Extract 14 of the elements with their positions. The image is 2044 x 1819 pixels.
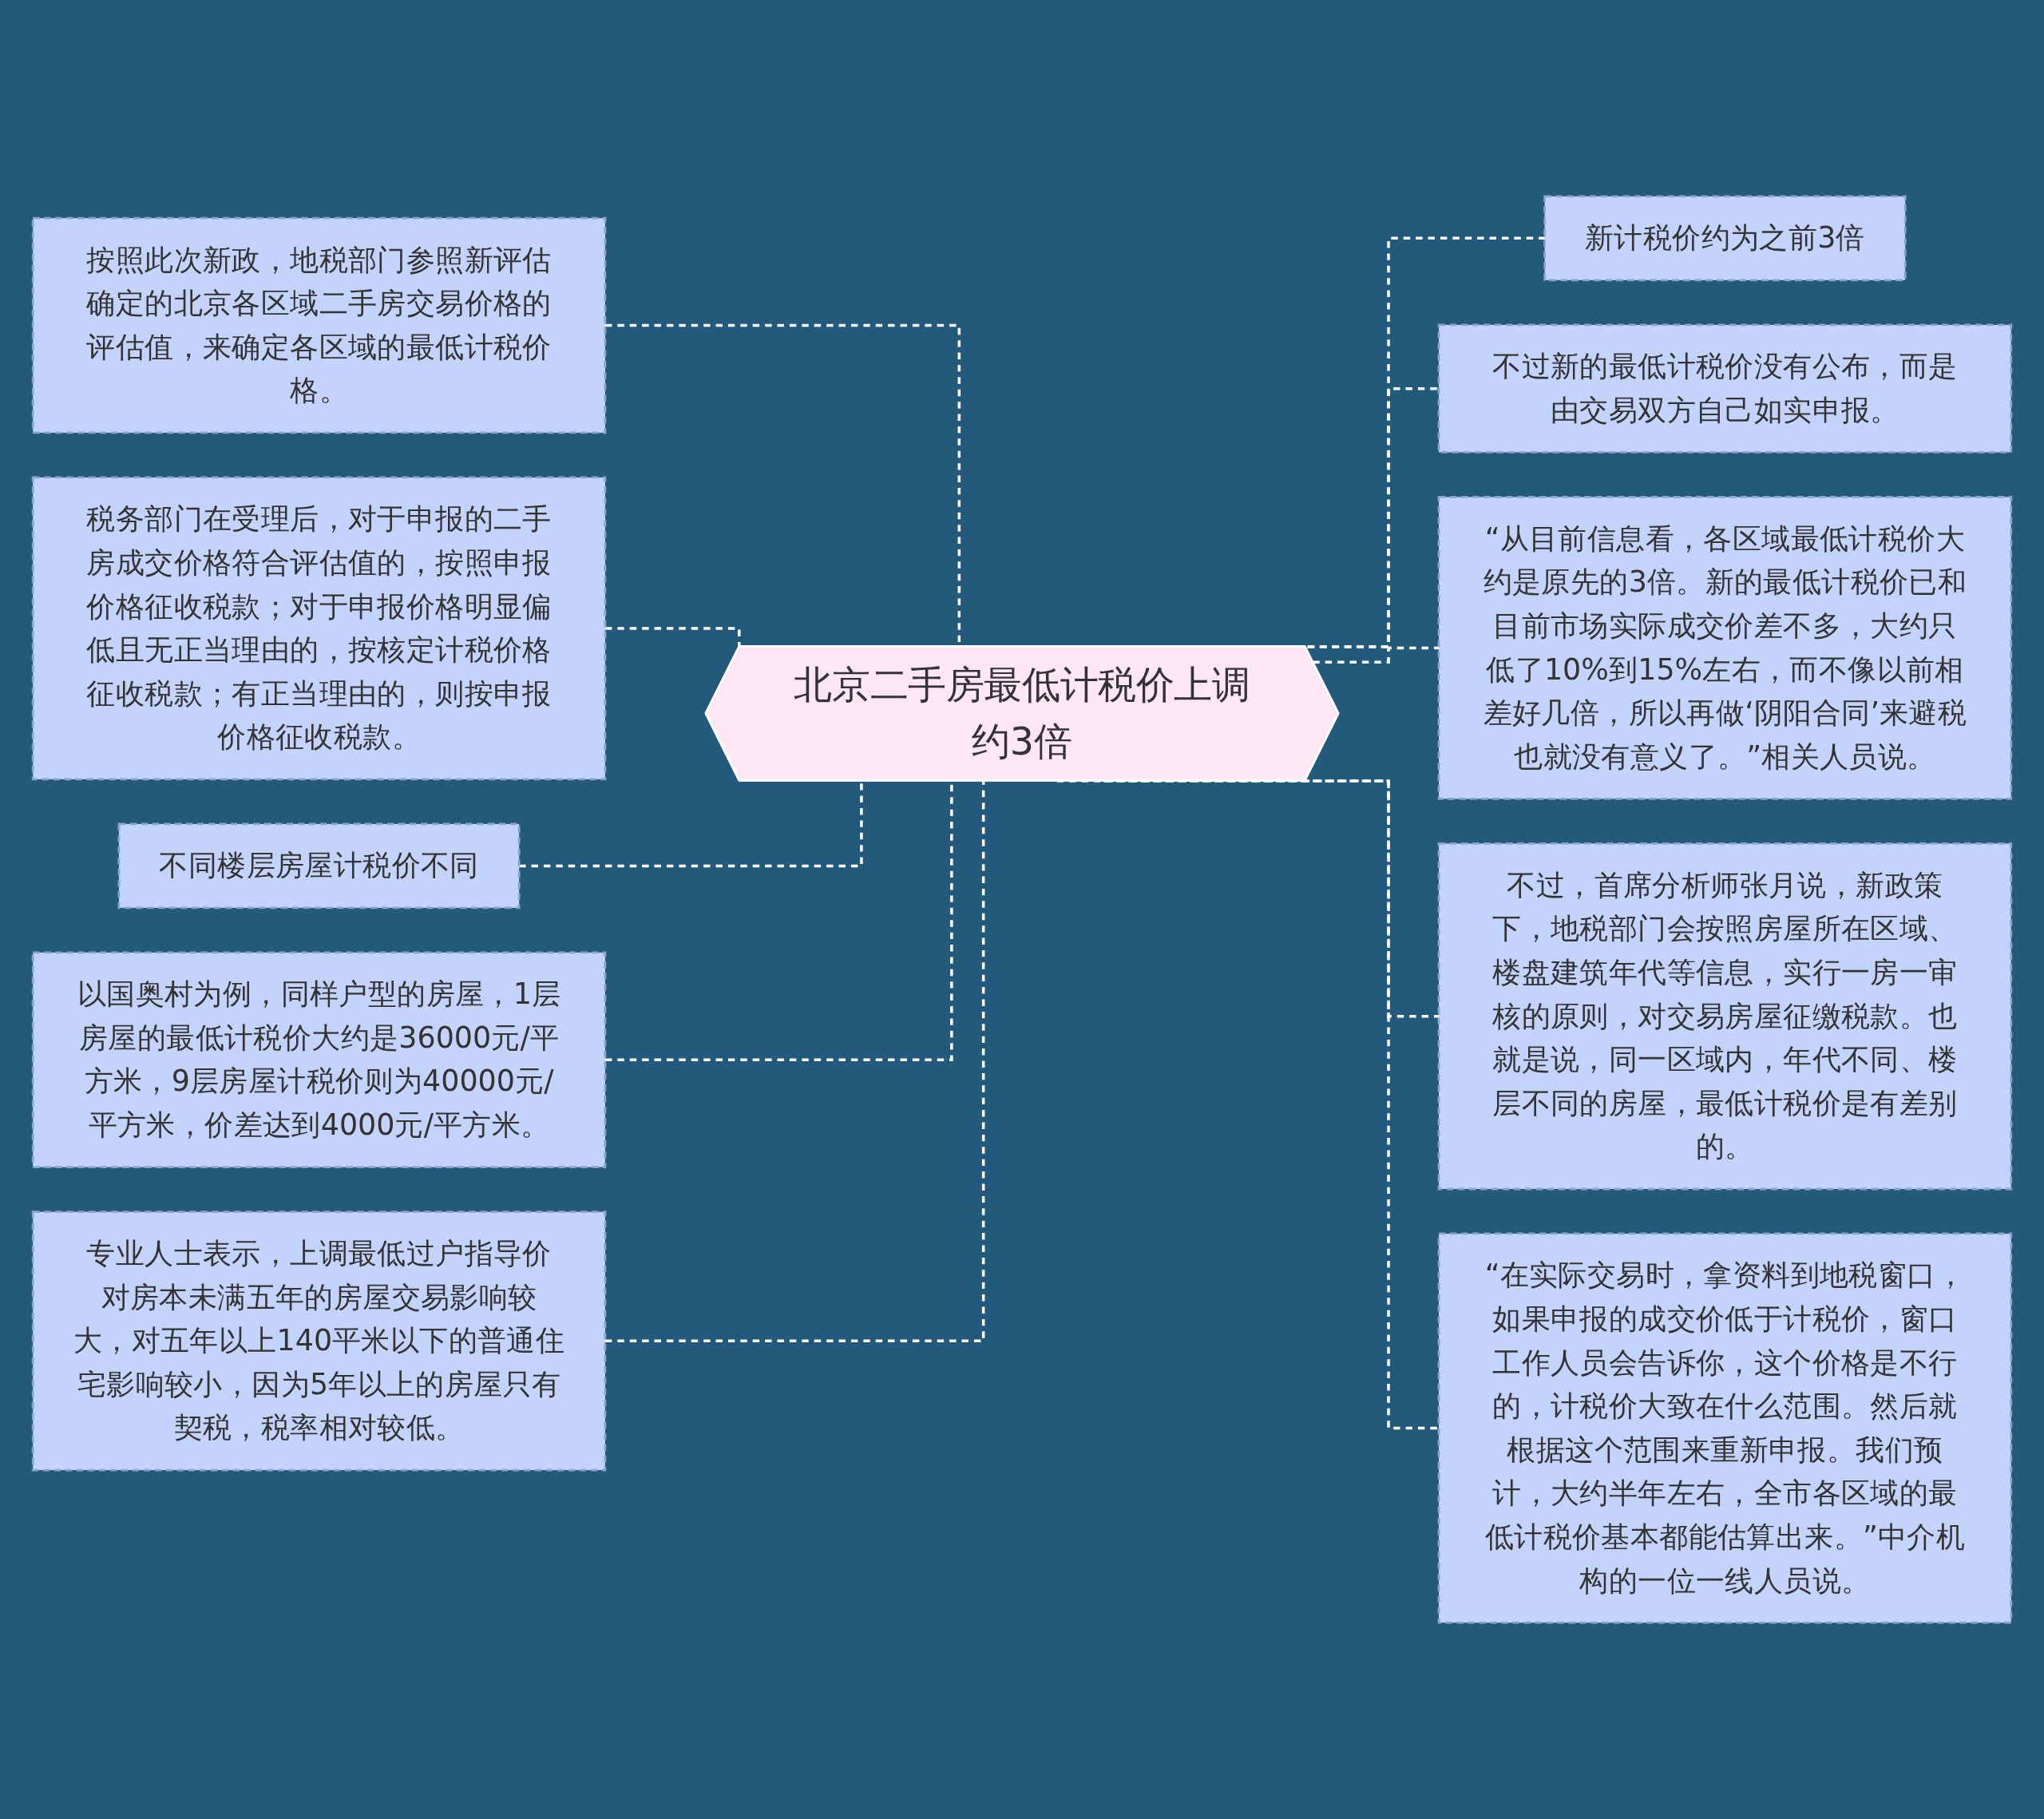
- node-box: 专业人士表示，上调最低过户指导价对房本未满五年的房屋交易影响较大，对五年以上140平米以下的普通住宅影响较小，因为5年以上的房屋只有契税，税率相对较低。: [31, 1211, 607, 1472]
- node-box: 按照此次新政，地税部门参照新评估确定的北京各区域二手房交易价格的评估值，来确定各区域的最低计税价格。: [31, 216, 607, 434]
- node-box: 新计税价约为之前3倍: [1543, 195, 1907, 282]
- connector: [604, 323, 961, 647]
- node-box: 不同楼层房屋计税价不同: [117, 822, 521, 910]
- node-box: “在实际交易时，拿资料到地税窗口，如果申报的成交价低于计税价，窗口工作人员会告诉你，这个价格是不行的，计税价大致在什么范围。然后就根据这个范围来重新申报。我们预计，大约半年左右，全市各区域的最低计税价基本都能估算出来。”中介机构的一位一线人员说。: [1437, 1232, 2013, 1624]
- connector: [604, 627, 741, 648]
- node-box: “从目前信息看，各区域最低计税价大约是原先的3倍。新的最低计税价已和目前市场实际成交价差不多，大约只低了10%到15%左右，而不像以前相差好几倍，所以再做‘阴阳合同’来避税也就没有意义了。”相关人员说。: [1437, 496, 2013, 800]
- connector: [604, 781, 985, 1343]
- node-box: 以国奥村为例，同样户型的房屋，1层房屋的最低计税价大约是36000元/平方米，9层房屋计税价则为40000元/平方米，价差达到4000元/平方米。: [31, 951, 607, 1169]
- connector: [519, 781, 863, 868]
- node-box: 不过新的最低计税价没有公布，而是由交易双方自己如实申报。: [1437, 323, 2013, 454]
- node-box: 不过，首席分析师张月说，新政策下，地税部门会按照房屋所在区域、楼盘建筑年代等信息，实行一房一审核的原则，对交易房屋征缴税款。也就是说，同一区域内，年代不同、楼层不同的房屋，最低计税价是有差别的。: [1437, 842, 2013, 1191]
- node-box: 税务部门在受理后，对于申报的二手房成交价格符合评估值的，按照申报价格征收税款；对于申报价格明显偏低且无正当理由的，按核定计税价格征收税款；有正当理由的，则按申报价格征收税款。: [31, 476, 607, 781]
